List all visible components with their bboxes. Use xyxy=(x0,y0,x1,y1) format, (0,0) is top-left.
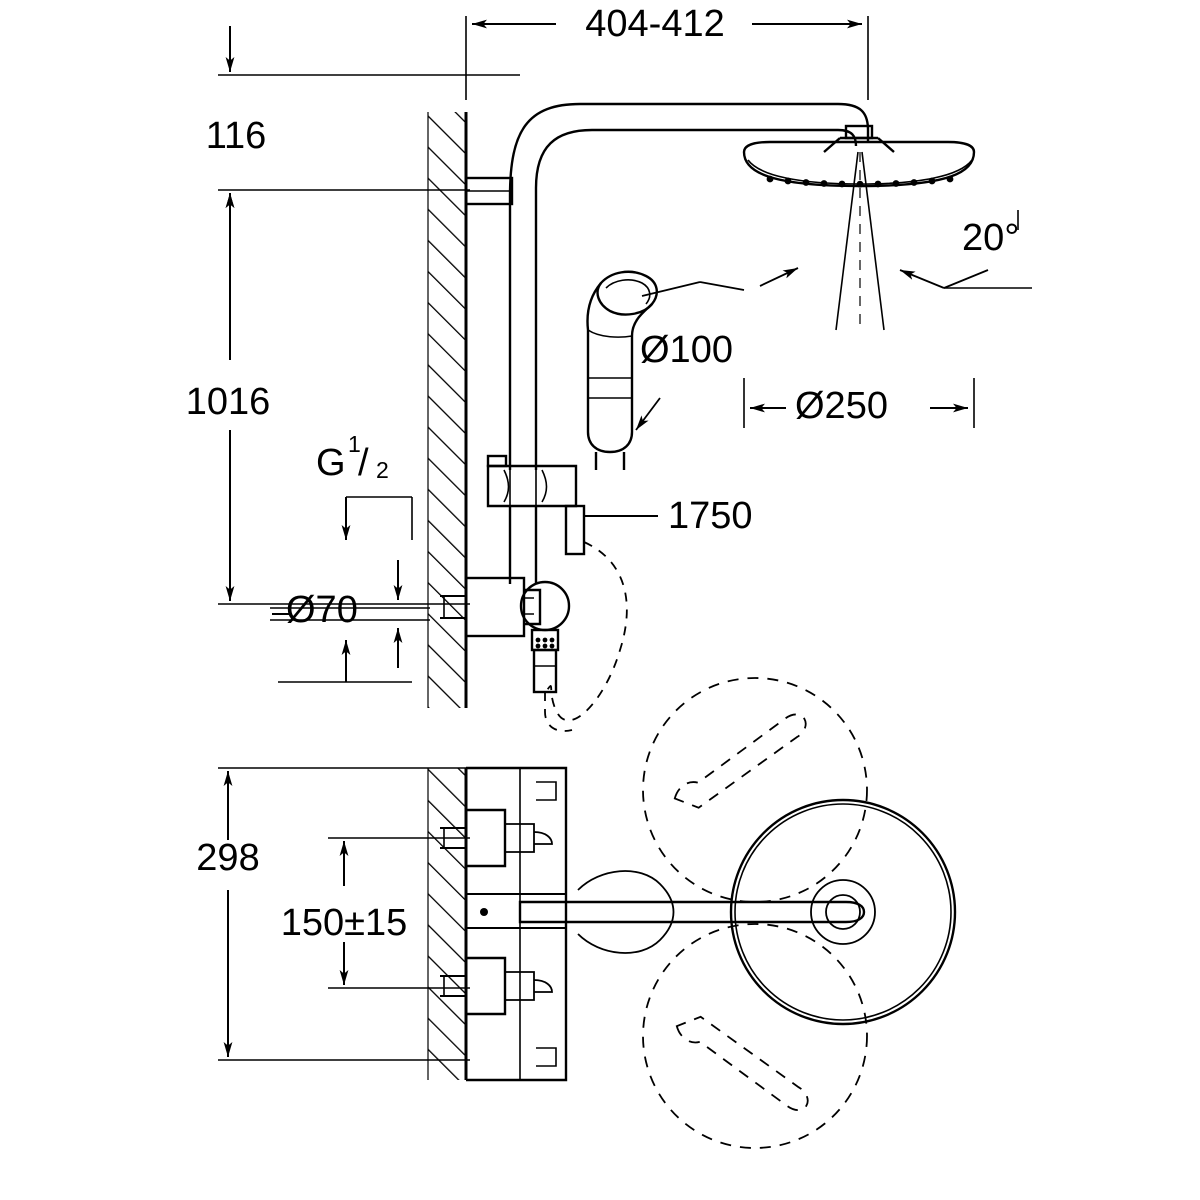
shower-nozzles xyxy=(766,175,954,188)
fraction-slash-icon: / xyxy=(358,442,369,484)
shower-hose xyxy=(545,541,628,722)
dim-inlet-centres: 150±15 xyxy=(281,902,408,944)
dim-spray-angle: 20° xyxy=(962,217,1019,259)
dim-inlet-thread-g: G xyxy=(316,442,346,484)
dim-hose-length: 1750 xyxy=(668,495,753,537)
wall-upper xyxy=(427,112,468,708)
dim-inlet-thread: G 1 / 2 xyxy=(316,431,389,484)
dim-head-shower-diameter: Ø250 xyxy=(795,385,888,427)
dimension-text-layer: 404-412 116 1016 G 1 / 2 Ø70 Ø100 Ø250 2… xyxy=(186,3,1020,944)
riser-rail-lower xyxy=(508,506,538,584)
slider-bracket xyxy=(486,454,586,556)
wall-lower xyxy=(427,768,468,1080)
dim-hand-shower-diameter: Ø100 xyxy=(640,329,733,371)
hand-shower xyxy=(586,270,658,470)
dim-riser-height: 1016 xyxy=(186,381,271,423)
riser-wall-bracket xyxy=(464,176,514,206)
dim-shower-arm-reach: 404-412 xyxy=(585,3,724,45)
geometry-layer xyxy=(218,16,1032,1149)
dimension-layer xyxy=(218,16,1032,1061)
dim-inlet-thread-numerator: 1 xyxy=(348,431,361,457)
dim-head-offset: 116 xyxy=(206,115,267,157)
dim-inlet-thread-denominator: 2 xyxy=(376,457,389,483)
overhead-shower-head xyxy=(742,124,976,332)
dim-mixer-body-width: 298 xyxy=(196,837,259,879)
dim-wall-bracket-diameter: Ø70 xyxy=(286,589,358,631)
riser-and-arm xyxy=(508,102,870,470)
lever-swing-diagram xyxy=(518,677,957,1149)
